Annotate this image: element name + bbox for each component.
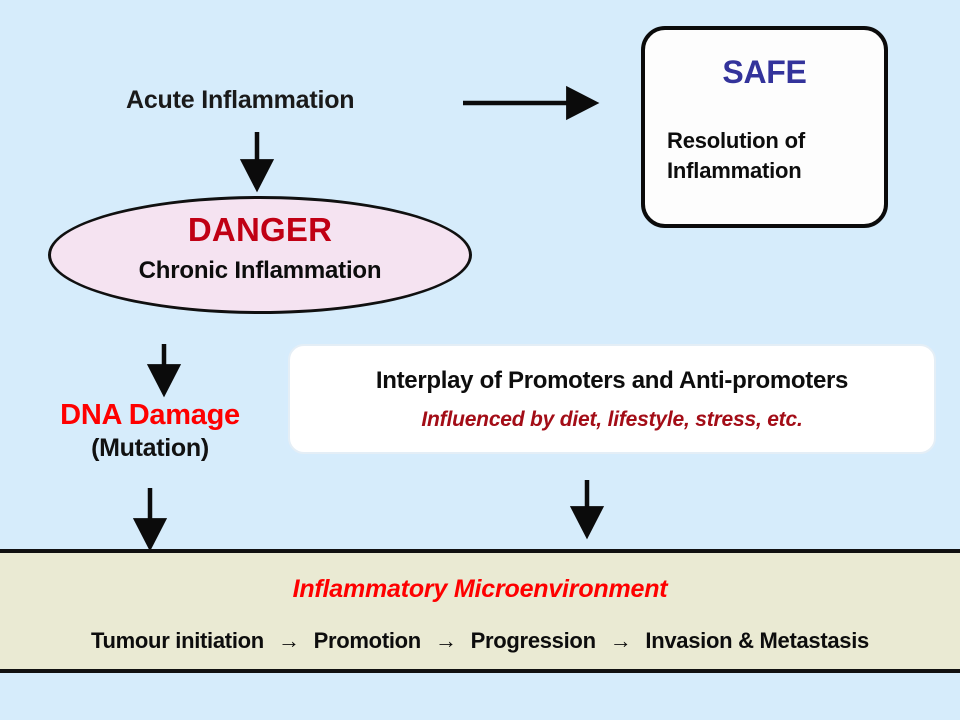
node-interplay-box: Interplay of Promoters and Anti-promoter…: [288, 344, 936, 454]
dna-damage-subtitle: (Mutation): [91, 434, 209, 462]
safe-subtitle-line1: Resolution of: [667, 128, 805, 153]
chain-stage-2: Promotion: [313, 628, 422, 653]
node-inflammatory-microenvironment: Inflammatory Microenvironment Tumour ini…: [0, 549, 960, 673]
node-danger-ellipse: DANGER Chronic Inflammation: [48, 196, 472, 314]
chain-arrow-icon: →: [609, 628, 632, 653]
chain-arrow-icon: →: [434, 628, 457, 653]
danger-title: DANGER: [187, 211, 333, 248]
chain-arrow-icon: →: [277, 628, 300, 653]
microenvironment-title: Inflammatory Microenvironment: [292, 575, 668, 603]
safe-subtitle: Resolution of Inflammation: [667, 126, 805, 186]
chain-stage-1: Tumour initiation: [91, 628, 264, 653]
danger-subtitle: Chronic Inflammation: [138, 257, 382, 284]
node-acute-inflammation: Acute Inflammation: [126, 86, 355, 114]
node-dna-damage: DNA Damage (Mutation): [0, 398, 300, 464]
microenvironment-chain: Tumour initiation → Promotion → Progression →…: [0, 628, 960, 654]
chain-stage-3: Progression: [470, 628, 596, 653]
dna-damage-title: DNA Damage: [60, 399, 240, 431]
node-safe-box: SAFE Resolution of Inflammation: [641, 26, 888, 228]
safe-subtitle-line2: Inflammation: [667, 158, 802, 183]
chain-stage-4: Invasion & Metastasis: [645, 628, 869, 653]
interplay-line2: Influenced by diet, lifestyle, stress, e…: [421, 408, 803, 431]
interplay-line1: Interplay of Promoters and Anti-promoter…: [375, 367, 849, 394]
safe-title: SAFE: [722, 54, 807, 90]
